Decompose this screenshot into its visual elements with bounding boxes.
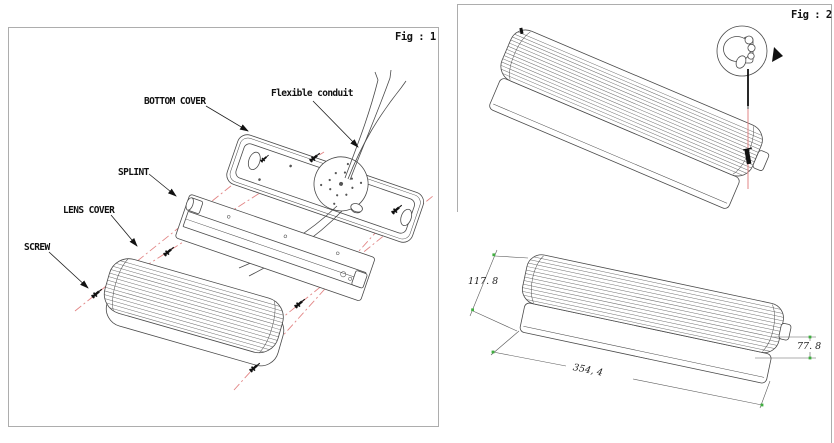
bottom-cover-part [226,134,425,243]
figure-2-drawing [489,25,783,209]
splint-part [175,194,375,301]
screw-icon [89,285,105,301]
hand-screwdriver-detail [716,25,783,109]
dimension-length [490,330,771,409]
lens-ribs [519,255,787,354]
label-bottom-cover: BOTTOM COVER [144,96,206,107]
splint-leader [148,173,177,197]
lens-cover-part [99,258,289,367]
flexible-conduit-leader [312,100,359,148]
dimension-height-text: 77. 8 [795,341,824,352]
figure-2-panel: Fig : 2 [457,4,832,213]
hand-icon [723,35,756,69]
assembled-unit [489,27,770,209]
label-flexible-conduit: Flexible conduit [271,88,354,99]
dimension-width-text: 117. 8 [468,276,499,287]
right-end-bracket [400,208,413,227]
label-splint: SPLINT [118,167,149,178]
lens-cover-leader [110,214,138,247]
figure-1-drawing [48,69,434,391]
figure-1-panel: Fig : 1 BOTTOM COVER Flexible conduit SP… [8,27,439,427]
screw-icon [519,27,524,35]
figure-2-title: Fig : 2 [791,9,832,21]
screw-icon [161,243,177,259]
end-latch [778,323,792,341]
screw-icon [744,148,752,165]
dimension-drawing [469,249,816,409]
label-screw: SCREW [24,242,50,253]
figure-1-title: Fig : 1 [395,31,436,43]
screw-leader [48,251,89,289]
left-end-bracket [247,151,261,171]
leader-lines [48,100,359,289]
dimensioned-unit [519,254,792,384]
bottom-cover-leader [205,105,249,132]
cable-gland [350,203,363,213]
rotate-arrow-icon [772,47,783,62]
label-lens-cover: LENS COVER [63,205,115,216]
end-screw [742,147,753,165]
dimension-view-panel: 117. 8 354, 4 77. 8 [457,212,832,443]
gear-tray-holes [320,162,363,205]
lens-ribs [495,29,767,179]
dimension-width [469,249,529,332]
screw-icon [292,295,308,311]
end-latch [752,150,770,171]
lens-ribs [99,258,289,356]
lamp-holder [351,270,368,289]
